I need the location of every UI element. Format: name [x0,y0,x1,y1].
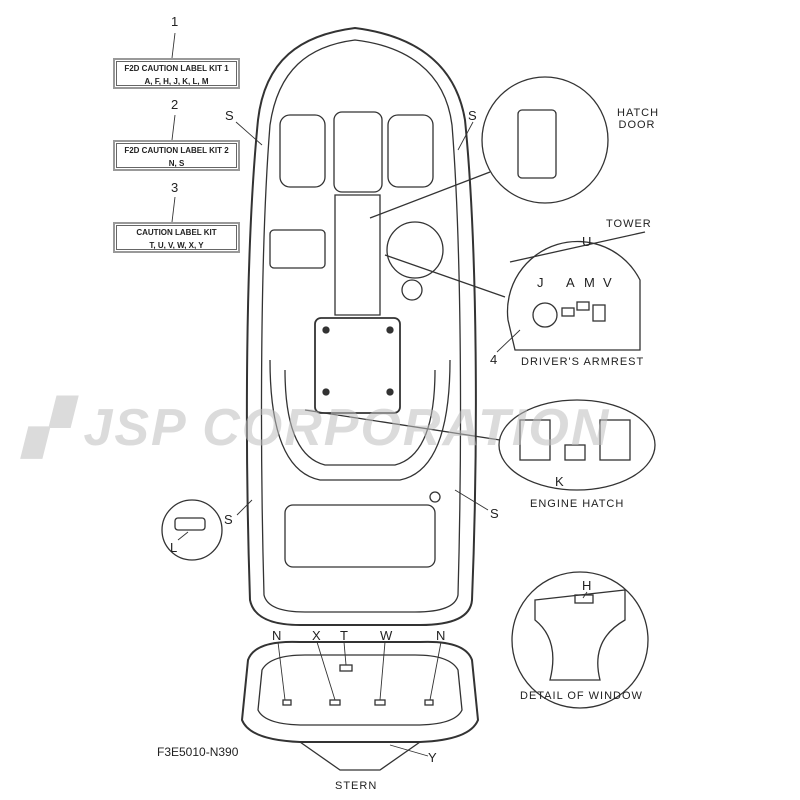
kit-2-letters: N, S [168,159,185,168]
engine-hatch-label: ENGINE HATCH [530,498,625,510]
letter-x: X [312,628,321,643]
kit-2-box: F2D CAUTION LABEL KIT 2 N, S [113,140,240,171]
watermark: ▞ JSP CORPORATION [25,399,611,457]
letter-v: V [603,275,612,290]
kit-1-title: F2D CAUTION LABEL KIT 1 [124,64,229,73]
engine-hatch-detail [498,399,656,491]
letter-k: K [555,474,564,489]
kit-3-number: 3 [171,180,179,195]
letter-s: S [468,108,477,123]
kit-1-box: F2D CAUTION LABEL KIT 1 A, F, H, J, K, L… [113,58,240,89]
letter-t: T [340,628,348,643]
tower-label: TOWER [606,218,652,230]
letter-j: J [537,275,544,290]
hull-outline [245,26,477,626]
hatch-door-label: HATCH DOOR [617,107,660,131]
kit-3-letters: T, U, V, W, X, Y [149,241,204,250]
letter-u: U [582,234,592,249]
callout-4: 4 [490,352,498,367]
letter-s: S [225,108,234,123]
letter-s: S [224,512,233,527]
kit-1-number: 1 [171,14,179,29]
letter-y: Y [428,750,437,765]
kit-2-title: F2D CAUTION LABEL KIT 2 [124,146,229,155]
kit-1-letters: A, F, H, J, K, L, M [144,77,209,86]
letter-l: L [170,540,178,555]
letter-n: N [436,628,446,643]
detail-of-window-label: DETAIL OF WINDOW [520,690,643,702]
letter-h: H [582,578,592,593]
kit-3-box: CAUTION LABEL KIT T, U, V, W, X, Y [113,222,240,253]
letter-m: M [584,275,595,290]
kit-2-number: 2 [171,97,179,112]
kit-3-title: CAUTION LABEL KIT [136,228,217,237]
letter-w: W [380,628,393,643]
stern-label: STERN [335,780,378,792]
window-detail [511,571,649,709]
letter-n: N [272,628,282,643]
letter-s: S [490,506,499,521]
diagram-code: F3E5010-N390 [157,745,239,759]
tower-armrest-detail [506,240,641,351]
hatch-door-detail [481,76,609,204]
stern-view [240,640,480,743]
l-label-detail [161,499,223,561]
drivers-armrest-label: DRIVER'S ARMREST [521,356,645,368]
letter-a: A [566,275,575,290]
